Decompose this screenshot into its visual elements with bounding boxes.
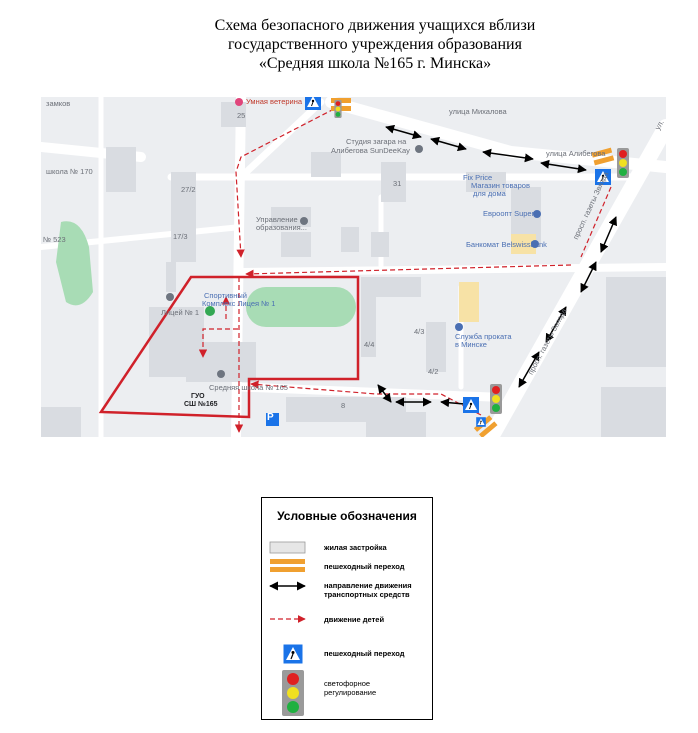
parking-label: P (267, 412, 274, 423)
map-label: Евроопт Super (483, 209, 535, 218)
page-title: Схема безопасного движения учащихся вбли… (140, 16, 610, 73)
title-line-3: «Средняя школа №165 г. Минска» (258, 55, 492, 72)
house-number: 4/3 (414, 327, 425, 336)
school-boundary (98, 275, 360, 419)
map-label: Банкомат Belswissbank (466, 240, 547, 249)
map-label: для дома (473, 189, 506, 198)
map-label: Управление (256, 215, 298, 224)
map-label: образования... (256, 223, 307, 232)
map-label: Лицей № 1 (161, 308, 200, 317)
map-pin-icon (533, 210, 541, 218)
house-number: 25 (237, 111, 246, 120)
legend-symbols (269, 541, 306, 716)
title-line-1: Схема безопасного движения учащихся вбли… (214, 17, 536, 34)
map-label: в Минске (455, 340, 487, 349)
house-number: 17/3 (173, 232, 188, 241)
legend-item-label: направление движения транспортных средст… (324, 581, 412, 599)
map-pin-icon (415, 145, 423, 153)
title-line-2: государственного учреждения образования (228, 36, 522, 53)
school-label: СШ №165 (184, 401, 218, 408)
residential-swatch (269, 541, 306, 554)
parking-sign (266, 413, 279, 426)
map-label: № 523 (43, 235, 66, 244)
green-areas (56, 221, 356, 327)
map-label: Служба проката (455, 332, 512, 341)
map-pin-icon (166, 293, 174, 301)
legend-item-label: жилая застройка (324, 543, 387, 552)
legend: Условные обозначения (261, 497, 433, 720)
map-pin-icon (235, 98, 243, 106)
map-label: Магазин товаров (471, 181, 530, 190)
map-label: Умная ветерина (246, 97, 303, 106)
map-label: школа № 170 (46, 167, 93, 176)
house-number: 8 (341, 401, 346, 410)
map-label: Спортивный (204, 291, 247, 300)
legend-item-label: пешеходный переход (324, 649, 405, 658)
legend-item-label: светофорное регулирование (324, 679, 377, 697)
house-number: 4/2 (428, 367, 439, 376)
house-number: 31 (393, 179, 402, 188)
traffic-light-icon (490, 384, 502, 414)
map-label: Средняя школа № 165 (209, 383, 288, 392)
map-pin-icon (217, 370, 225, 378)
route-map[interactable]: замков Умная ветерина школа № 170 № 523 … (41, 97, 666, 437)
house-number: 4/4 (364, 340, 375, 349)
house-number: 27/2 (181, 185, 196, 194)
map-pin-icon (455, 323, 463, 331)
map-label: Комплекс Лицея № 1 (202, 299, 276, 308)
pedestrian-crossing-sign-icon (462, 396, 480, 414)
map-label: Алибегова SunDeeKay (331, 146, 410, 155)
map-pin-icon (205, 306, 215, 316)
map-label: замков (46, 99, 71, 108)
pedestrian-crossing-sign-icon (304, 97, 322, 111)
crosswalk-swatch (270, 559, 305, 572)
pedestrian-crossing-sign-icon (475, 416, 487, 428)
legend-item-label: пешеходный переход (324, 562, 405, 571)
map-label: Fix Price (463, 173, 493, 182)
map-pin-icon (300, 217, 308, 225)
map-label: улица Алибегова (546, 149, 606, 158)
map-label: Студия загара на (346, 137, 407, 146)
map-pin-icon (531, 240, 539, 248)
traffic-light-icon (334, 100, 342, 118)
map-canvas (41, 97, 666, 437)
pedestrian-crossing-sign-icon (282, 643, 304, 665)
traffic-light-icon (617, 148, 629, 178)
legend-title: Условные обозначения (277, 509, 417, 523)
map-label: улица Михалова (449, 107, 507, 116)
legend-item-label: движение детей (324, 615, 385, 624)
children-route (198, 108, 612, 433)
school-label: ГУО (191, 393, 205, 400)
traffic-light-icon (282, 670, 304, 716)
